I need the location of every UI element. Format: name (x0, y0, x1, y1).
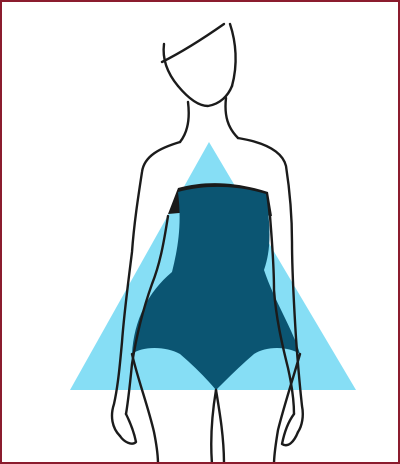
swimsuit-icon (132, 186, 300, 390)
woman-outline-icon (110, 22, 304, 462)
